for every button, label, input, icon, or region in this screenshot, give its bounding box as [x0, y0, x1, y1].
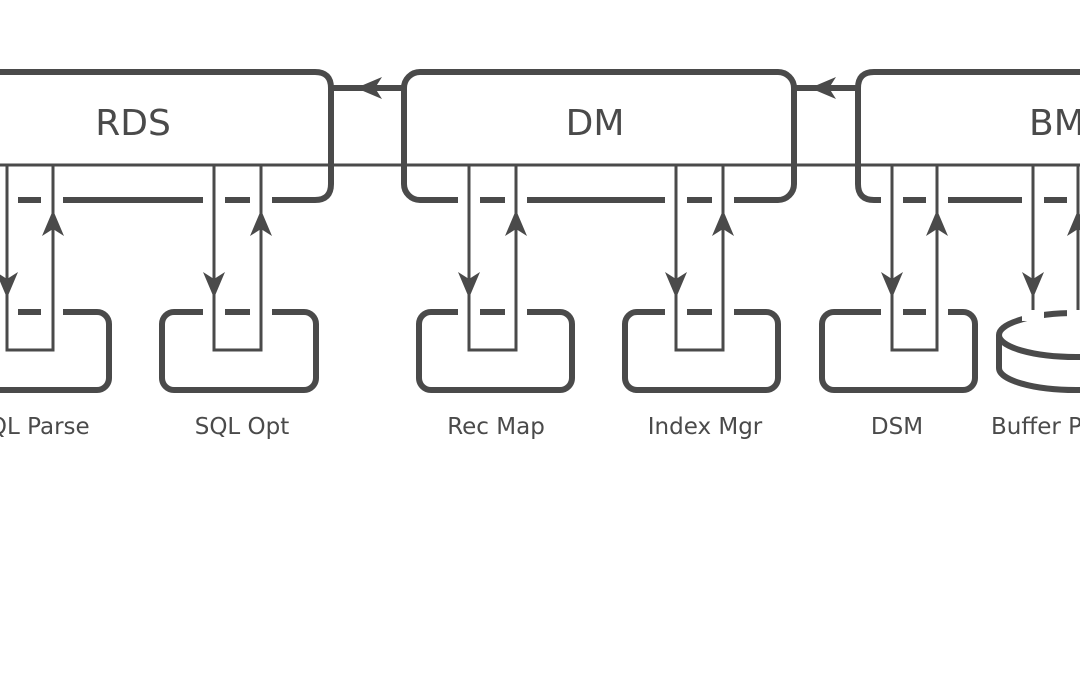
- sql-parse-box: [0, 309, 112, 393]
- sql-opt-box: [159, 309, 319, 393]
- rds-manager-box: RDS: [0, 69, 334, 203]
- sql-parse-label: SQL Parse: [0, 414, 90, 440]
- index-mgr-label: Index Mgr: [648, 414, 763, 440]
- bm-manager-box: BM: [855, 69, 1080, 203]
- dm-to-rds-arrow: [331, 77, 404, 99]
- bm-label: BM: [1029, 103, 1080, 144]
- rec-map-label: Rec Map: [447, 414, 545, 440]
- dsm-label: DSM: [871, 414, 923, 440]
- bm-to-dm-arrow: [794, 77, 858, 99]
- rec-map-box: [416, 309, 575, 393]
- buffer-pool-label: Buffer Pool: [991, 414, 1080, 440]
- sql-opt-label: SQL Opt: [195, 414, 290, 440]
- rds-label: RDS: [95, 103, 171, 144]
- buffer-pool-database-icon: [996, 310, 1080, 393]
- index-mgr-box: [622, 309, 781, 393]
- dm-manager-box: DM: [401, 69, 797, 203]
- arrow-heads: [0, 210, 1080, 298]
- wire-gaps: [0, 190, 1080, 321]
- dm-label: DM: [566, 103, 625, 144]
